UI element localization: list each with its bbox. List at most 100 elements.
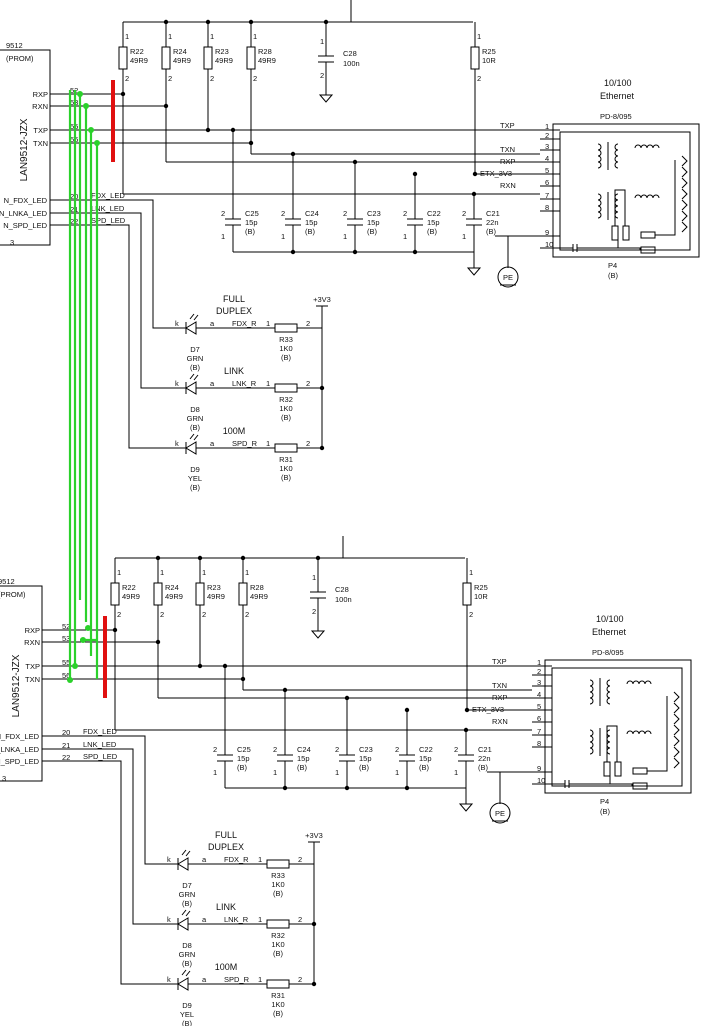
capacitor-ref: C28 [335, 585, 349, 594]
capacitor-pin-number: 1 [343, 232, 347, 241]
transformer-coil [652, 144, 660, 149]
ic-pin-name: N_LNKA_LED [0, 209, 48, 218]
termination-resistor [611, 225, 619, 241]
connector-pin-number: 1 [537, 658, 541, 667]
resistor-pin-number: 2 [125, 74, 129, 83]
magjack-pin [673, 691, 680, 703]
transformer-coil [606, 697, 611, 705]
led-emission-arrow [185, 910, 191, 917]
led-emission-arrow [185, 850, 191, 857]
resistor-ref: R24 [173, 47, 187, 56]
connector-pin-number: 6 [537, 714, 541, 723]
led-emission-arrow [185, 970, 191, 977]
connector-pin-number: 8 [545, 203, 549, 212]
capacitor-package: (B) [367, 227, 378, 236]
resistor-ref: R22 [122, 583, 136, 592]
led-pin-a: a [210, 379, 215, 388]
resistor-ref: R22 [130, 47, 144, 56]
net-label: SPD_R [232, 439, 258, 448]
connector-pin-number: 5 [537, 702, 541, 711]
led-cathode-wire [80, 760, 178, 985]
transformer-coil [644, 680, 652, 685]
net-label: ETX_3V3 [472, 705, 504, 714]
led-emission-arrow [189, 313, 195, 320]
net-label: FDX_LED [91, 191, 125, 200]
resistor-ref: R32 [279, 395, 293, 404]
resistor-r33 [274, 323, 298, 333]
junction-dot [282, 687, 288, 693]
ic-pin-name: N_FDX_LED [4, 196, 48, 205]
connector-pin-number: 7 [537, 727, 541, 736]
resistor-r23 [203, 46, 213, 70]
led-caption: 100M [223, 426, 246, 436]
connector-pin-number: 7 [545, 191, 549, 200]
led-color: YEL [188, 474, 202, 483]
transformer-coil [638, 730, 646, 735]
connector-ref: P4 [600, 797, 609, 806]
junction-dot [120, 91, 126, 97]
capacitor-pin-number: 2 [320, 71, 324, 80]
transformer-coil [640, 194, 648, 199]
capacitor-value: 15p [305, 218, 318, 227]
resistor-r28 [246, 46, 256, 70]
resistor-value: 1K0 [271, 880, 284, 889]
ic-name: LAN9512-JZX [19, 118, 30, 181]
transformer-coil [652, 194, 660, 199]
resistor-r22 [110, 582, 120, 606]
capacitor-value: 15p [427, 218, 440, 227]
led-caption: DUPLEX [208, 842, 244, 852]
transformer-coil [606, 685, 611, 693]
resistor-ref: R32 [271, 931, 285, 940]
resistor-ref: R28 [250, 583, 264, 592]
resistor-r31 [274, 443, 298, 453]
connector-pin-number: 3 [545, 142, 549, 151]
capacitor-package: (B) [305, 227, 316, 236]
protective-earth-label: PE [495, 809, 505, 818]
junction-dot [352, 249, 358, 255]
capacitor-ref: C22 [419, 745, 433, 754]
resistor-pin-number: 1 [253, 32, 257, 41]
led-ref: D9 [182, 1001, 192, 1010]
led-color: GRN [187, 414, 204, 423]
magjack-pin [681, 177, 688, 189]
junction-dot [412, 249, 418, 255]
capacitor-value: 22n [478, 754, 491, 763]
ic-body [0, 585, 43, 782]
capacitor-pin-number: 2 [213, 745, 217, 754]
capacitor-pin-number: 1 [395, 768, 399, 777]
ic-prom-note: (PROM) [6, 54, 34, 63]
capacitor-pin-number: 1 [312, 573, 316, 582]
junction-dot [240, 555, 246, 561]
junction-dot [197, 555, 203, 561]
transformer-coil [634, 194, 642, 199]
capacitor-package: (B) [359, 763, 370, 772]
capacitor-ref: C21 [486, 209, 500, 218]
resistor-pin-number: 2 [298, 855, 302, 864]
led-caption: LINK [224, 366, 244, 376]
ic-pin-name: TXN [25, 675, 40, 684]
led-color: GRN [187, 354, 204, 363]
led-emission-arrow [193, 314, 199, 321]
ic-pin-name: N_LNKA_LED [0, 745, 40, 754]
protective-earth-label: PE [503, 273, 513, 282]
connector-internal-wire [647, 696, 668, 772]
junction-dot [344, 695, 350, 701]
led-emission-arrow [181, 849, 187, 856]
resistor-r22 [118, 46, 128, 70]
ic-part-number: 9512 [0, 577, 15, 586]
led-cathode-wire [88, 212, 186, 389]
led-package: (B) [182, 959, 193, 968]
led-caption: FULL [223, 294, 245, 304]
capacitor-ref: C28 [343, 49, 357, 58]
supply-label: +3V3 [305, 831, 323, 840]
resistor-pin-number: 1 [266, 319, 270, 328]
ic-name: LAN9512-JZX [11, 654, 22, 717]
led-emission-arrow [189, 433, 195, 440]
junction-dot [155, 639, 161, 645]
capacitor-package: (B) [237, 763, 248, 772]
resistor-pin-number: 1 [168, 32, 172, 41]
connector-internal-wire [569, 783, 633, 786]
capacitor-value: 15p [367, 218, 380, 227]
capacitor-pin-number: 1 [281, 232, 285, 241]
